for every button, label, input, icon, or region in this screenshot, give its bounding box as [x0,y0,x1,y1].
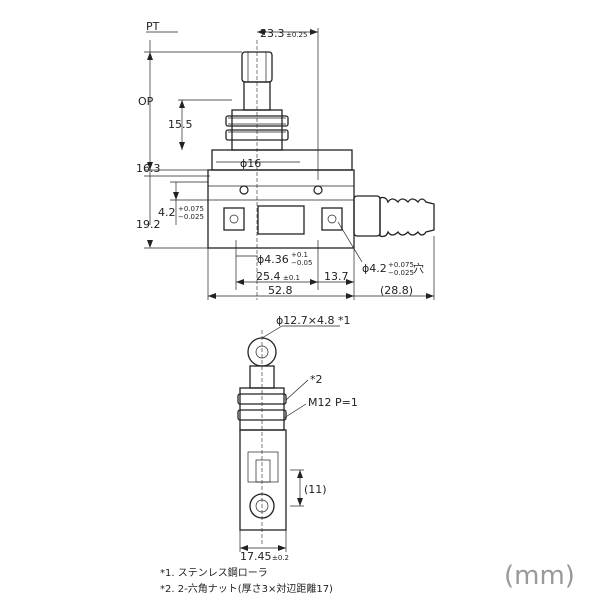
center-window [257,205,305,235]
front-dimension-lines [144,28,435,300]
side-nut-lower [237,409,287,421]
label-25-4-tol: ±0.1 [283,274,300,282]
hex-nut-upper [225,115,289,127]
label-thread: M12 P=1 [308,396,358,409]
label-11: (11) [304,483,327,496]
note-1: *1. ステンレス鋼ローラ [160,566,268,579]
label-52-8: 52.8 [268,284,293,297]
cable-gland [353,195,435,238]
label-13-7: 13.7 [324,270,349,283]
front-view: PT OP 23.3 ±0.25 15.5 16.3 ϕ16 19.2 4.2 … [136,20,435,300]
label-roller: ϕ12.7×4.8 *1 [276,314,350,327]
mounting-hole-right [313,185,323,195]
label-phi4-2-hole: ϕ4.2 [362,262,387,275]
label-19-2: 19.2 [136,218,161,231]
label-15-5: 15.5 [168,118,193,131]
label-4-2-tol-lower: −0.025 [178,213,204,221]
label-phi4-2-hole-tol-upper: +0.075 [388,261,414,269]
label-16-3: 16.3 [136,162,161,175]
label-4-2: 4.2 [158,206,176,219]
unit-label: (mm) [504,561,575,591]
note-2: *2. 2-六角ナット(厚さ3×対辺距離17) [160,582,333,595]
label-17-45-tol: ±0.2 [272,554,289,562]
label-pt: PT [146,20,160,33]
side-body [239,429,287,531]
mounting-hole-left [239,185,249,195]
label-phi4-36-tol-lower: −0.05 [291,259,312,267]
label-28-8: (28.8) [380,284,413,297]
label-23-3: 23.3 [260,27,285,40]
head-flange [211,149,353,171]
side-nut-upper [237,393,287,405]
label-23-3-tol: ±0.25 [286,31,307,39]
label-nut-ref: *2 [310,373,323,386]
label-25-4: 25.4 [256,270,281,283]
label-phi4-36: ϕ4.36 [257,253,289,266]
side-view: ϕ12.7×4.8 *1 *2 M12 P=1 (11) 17.45 ±0.2 [237,314,358,563]
label-phi16: ϕ16 [240,157,261,170]
switch-body [207,169,355,249]
hex-nut-lower [225,129,289,141]
label-4-2-tol-upper: +0.075 [178,205,204,213]
label-17-45: 17.45 [240,550,272,563]
mount-slot-right [321,207,343,231]
side-dimension-lines [239,325,340,552]
side-arrowheads [240,470,303,551]
mount-slot-left [223,207,245,231]
label-phi4-2-hole-tol-lower: −0.025 [388,269,414,277]
label-phi4-2-hole-suffix: 穴 [413,261,424,275]
label-op: OP [138,95,154,108]
front-arrowheads [147,29,434,299]
side-conduit-port [249,493,275,519]
label-phi4-36-tol-upper: +0.1 [291,251,308,259]
